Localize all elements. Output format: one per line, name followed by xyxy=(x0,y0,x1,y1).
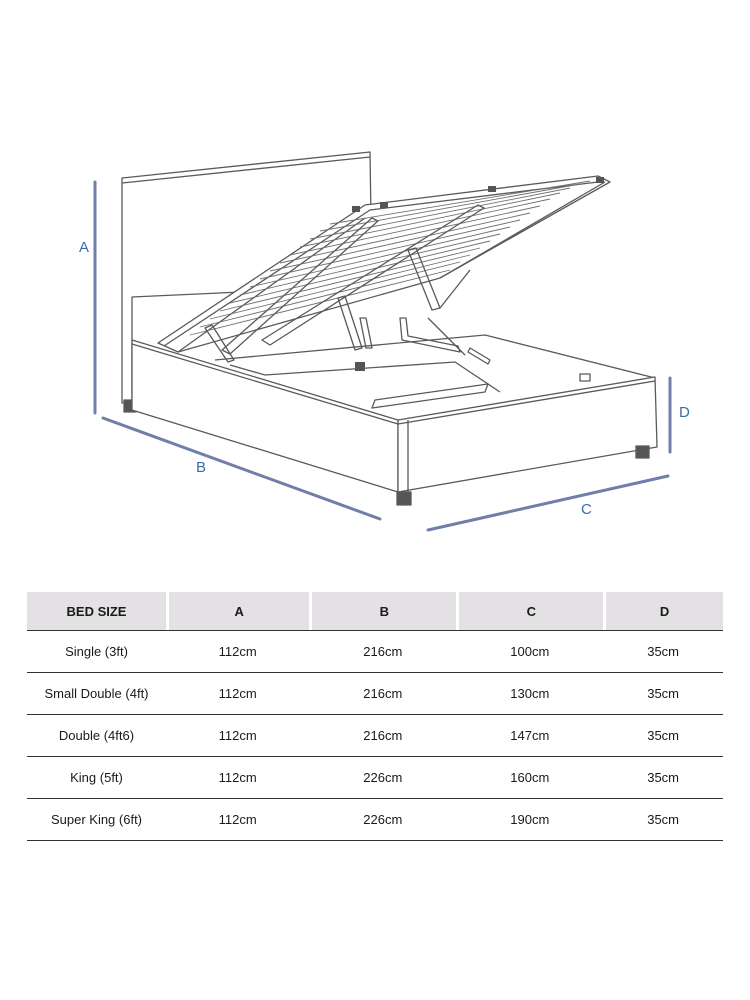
table-row: Single (3ft) 112cm 216cm 100cm 35cm xyxy=(27,630,723,673)
cell-c: 190cm xyxy=(456,799,604,841)
cell-bed-size: Double (4ft6) xyxy=(27,715,166,757)
storage-base xyxy=(214,334,656,379)
table-row: Double (4ft6) 112cm 216cm 147cm 35cm xyxy=(27,715,723,757)
bed-foot xyxy=(396,491,412,506)
cell-a: 112cm xyxy=(166,799,310,841)
dimension-d-label: D xyxy=(679,404,690,421)
table-header-row: BED SIZE A B C D xyxy=(27,592,723,630)
cell-a: 112cm xyxy=(166,630,310,673)
cell-c: 100cm xyxy=(456,630,604,673)
bed-drawing xyxy=(121,151,658,506)
cell-c: 130cm xyxy=(456,673,604,715)
header-b: B xyxy=(309,592,457,630)
platform-slats xyxy=(189,180,591,336)
dimension-a-label: A xyxy=(79,239,89,256)
cell-bed-size: King (5ft) xyxy=(27,757,166,799)
hinge-bracket xyxy=(467,347,491,365)
header-d: D xyxy=(603,592,723,630)
headboard xyxy=(121,151,373,404)
dimension-b-line xyxy=(101,416,382,521)
dimension-b-label: B xyxy=(196,459,206,476)
gas-strut xyxy=(337,295,363,351)
latch xyxy=(579,373,591,382)
cell-b: 216cm xyxy=(309,715,457,757)
platform-beam xyxy=(261,204,485,346)
cell-a: 112cm xyxy=(166,715,310,757)
cell-c: 147cm xyxy=(456,715,604,757)
platform-beam xyxy=(221,217,379,355)
bed-size-table: BED SIZE A B C D Single (3ft) 112cm 216c… xyxy=(27,592,723,841)
dimension-lines xyxy=(93,180,672,532)
cell-d: 35cm xyxy=(603,630,723,673)
table-row: Super King (6ft) 112cm 226cm 190cm 35cm xyxy=(27,799,723,841)
cell-b: 226cm xyxy=(309,757,457,799)
ottoman-bed-diagram: A B C D xyxy=(79,151,690,532)
cell-d: 35cm xyxy=(603,715,723,757)
cell-bed-size: Single (3ft) xyxy=(27,630,166,673)
base-slat xyxy=(371,383,489,409)
header-a: A xyxy=(166,592,310,630)
cell-a: 112cm xyxy=(166,673,310,715)
hinge-bracket xyxy=(359,317,373,349)
cell-a: 112cm xyxy=(166,757,310,799)
header-c: C xyxy=(456,592,604,630)
table-row: Small Double (4ft) 112cm 216cm 130cm 35c… xyxy=(27,673,723,715)
cell-bed-size: Small Double (4ft) xyxy=(27,673,166,715)
hinge-bracket xyxy=(399,317,461,353)
cell-b: 216cm xyxy=(309,673,457,715)
dimension-labels: A B C D xyxy=(79,239,690,518)
cell-d: 35cm xyxy=(603,757,723,799)
bed-foot xyxy=(635,445,650,459)
cell-d: 35cm xyxy=(603,673,723,715)
cell-bed-size: Super King (6ft) xyxy=(27,799,166,841)
foot-rail xyxy=(397,376,658,493)
dimension-c-label: C xyxy=(581,501,592,518)
cell-b: 216cm xyxy=(309,630,457,673)
cell-b: 226cm xyxy=(309,799,457,841)
cell-d: 35cm xyxy=(603,799,723,841)
cell-c: 160cm xyxy=(456,757,604,799)
gas-strut xyxy=(204,324,235,363)
header-bed-size: BED SIZE xyxy=(27,592,166,630)
dimension-c-line xyxy=(426,474,670,532)
table-row: King (5ft) 112cm 226cm 160cm 35cm xyxy=(27,757,723,799)
